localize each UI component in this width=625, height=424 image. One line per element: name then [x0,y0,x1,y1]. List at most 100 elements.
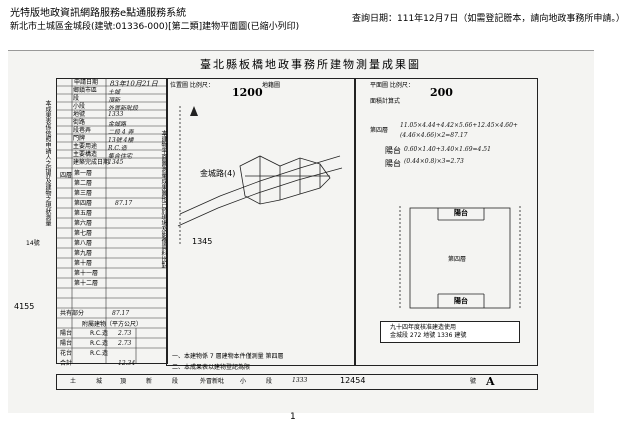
footer-label: 段 [266,378,273,385]
field-label: 鄉鎮市區 [73,87,98,94]
subtotal-value: 87.17 [112,310,130,317]
side-left-text: 本成果表係依照申請人之指界及建物之現狀測量 [44,100,51,226]
formula-balcony-1: 0.60×1.40+3.40×1.69=4.51 [404,146,491,153]
side-left-number: 14號 [26,240,40,247]
aux-area: 2.73 [118,330,132,337]
location-map-box [166,78,356,366]
floor-row-label: 第十二層 [74,280,99,287]
aux-structure: R.C.造 [90,340,108,347]
field-label: 小段 [73,103,86,110]
aux-label: 陽台 [60,330,73,337]
footer-label: 小 [240,378,247,385]
floor-row-label: 第十層 [74,260,93,267]
plan-room-4f: 第四層 [448,256,467,263]
note-2: 二、本成果表以建物登記為限 [172,364,251,371]
formula-4f: 11.05×4.44+4.42×5.66+12.45×4.60+(4.46×4.… [400,122,518,139]
apply-date: 83年10月21日 [110,80,158,88]
floor-row-label: 第十一層 [74,270,99,277]
building-table-gridlines [56,78,166,363]
floor-plan-label: 面積計算式 [370,98,401,105]
floor-plan-box [354,78,538,366]
field-value: 13號 4樓 [108,137,134,144]
field-label: 門牌 [73,135,86,142]
side-vertical-text: 本建物平面圖測量成果圖形已於現場及影像資料比對 [160,130,167,268]
aux-structure: R.C.造 [90,330,108,337]
floor-row-label: 第八層 [74,240,93,247]
note-1: 一、本建物係 7 層建物本件僅測量 第四層 [172,353,284,360]
plan-balcony-bottom: 陽台 [454,297,468,305]
floor-row-label: 第五層 [74,210,93,217]
lot-map-drawing [177,106,343,246]
field-label: 主要構造 [73,151,98,158]
footer-label: 頂 [120,378,127,385]
field-label: 建築完成日期 [73,159,110,166]
field-value: 1345 [108,159,124,166]
formula-label-4f: 第四層 [370,127,389,134]
field-label: 街路 [73,119,86,126]
floor-row-label: 第六層 [74,220,93,227]
aux-area: 2.73 [118,340,132,347]
floor-scale: 200 [430,86,453,99]
subtotal-label: 共有部分 [60,310,85,317]
footer-plate-label: 號 [470,378,477,385]
field-label: 段 [73,95,80,102]
footer-label: 新 [146,378,153,385]
footer-lot-number: 1333 [292,377,308,384]
floor-row-label: 第七層 [74,230,93,237]
query-date: 查詢日期：111年12月7日（如需登記謄本，請向地政事務所申請。） [352,14,625,24]
floor-row-label: 第一層 [74,170,93,177]
aux-label: 合計 [60,360,73,367]
floor-row-label: 第四層 [74,200,93,207]
field-value: 頂新 [108,97,121,104]
aux-area: 12.34 [118,360,136,367]
field-label: 段巷弄 [73,127,92,134]
footer-building-number: 12454 [340,376,366,385]
location-scale-label: 位置圖 比例尺： [170,82,214,89]
floor-scale-label: 平面圖 比例尺： [370,82,414,89]
scanned-survey-document [8,50,594,413]
field-value: 外冒新吡段 [108,105,139,112]
floor-row-label: 第二層 [74,180,93,187]
field-value: 二段 4 弄 [108,129,134,136]
footer-label: 土 [70,378,77,385]
formula-balcony-2: (0.44×0.8)×3=2.73 [404,158,464,165]
aux-label: 陽台 [60,340,73,347]
floor-plan-drawing [399,206,521,309]
document-title: 臺北縣板橋地政事務所建物測量成果圖 [200,58,421,71]
field-value: 集合住宅 [108,153,133,160]
field-value: R.C.造 [108,145,127,152]
map-number: 1345 [192,237,213,246]
footer-plate: A [486,375,495,388]
aux-label: 花台 [60,350,73,357]
floors-label: 四層 [60,172,73,179]
system-title: 光特版地政資訊網路服務e點通服務系統 [10,8,187,19]
floor-row-label: 第九層 [74,250,93,257]
location-scale-unit: 地籍圖 [262,82,281,89]
floor-row-label: 第三層 [74,190,93,197]
document-description: 新北市土城區金城段(建號:01336-000)[第二類]建物平面圖(已縮小列印) [10,22,300,32]
formula-label-balcony-1: 陽台 [385,146,401,155]
footer-row [56,374,538,390]
aux-header: 附屬建物（平方公尺） [82,321,143,328]
footer-label: 外冒新吡 [200,378,225,385]
location-scale: 1200 [232,86,263,99]
plan-balcony-top: 陽台 [454,209,468,217]
footer-label: 段 [172,378,179,385]
aux-structure: R.C.造 [90,350,108,357]
floor4-area: 87.17 [115,200,133,207]
field-value: 金城路 [108,121,127,128]
field-value: 土城 [108,89,121,96]
field-label: 主要用途 [73,143,98,150]
page-number: 1 [290,412,296,422]
footer-label: 城 [96,378,103,385]
approval-stamp [380,321,520,343]
field-value: 1333 [108,111,124,118]
stamp-line-1: 九十四年度核准建造使用 [390,324,457,331]
side-number: 4155 [14,302,35,311]
stamp-line-2: 金城段 272 地號 1336 建號 [390,332,467,339]
field-label: 地號 [73,111,86,118]
formula-label-balcony-2: 陽台 [385,159,401,168]
building-info-table [56,78,168,364]
apply-date-label: 申請日期 [74,79,99,86]
map-road-label: 金城路(4) [200,169,236,178]
